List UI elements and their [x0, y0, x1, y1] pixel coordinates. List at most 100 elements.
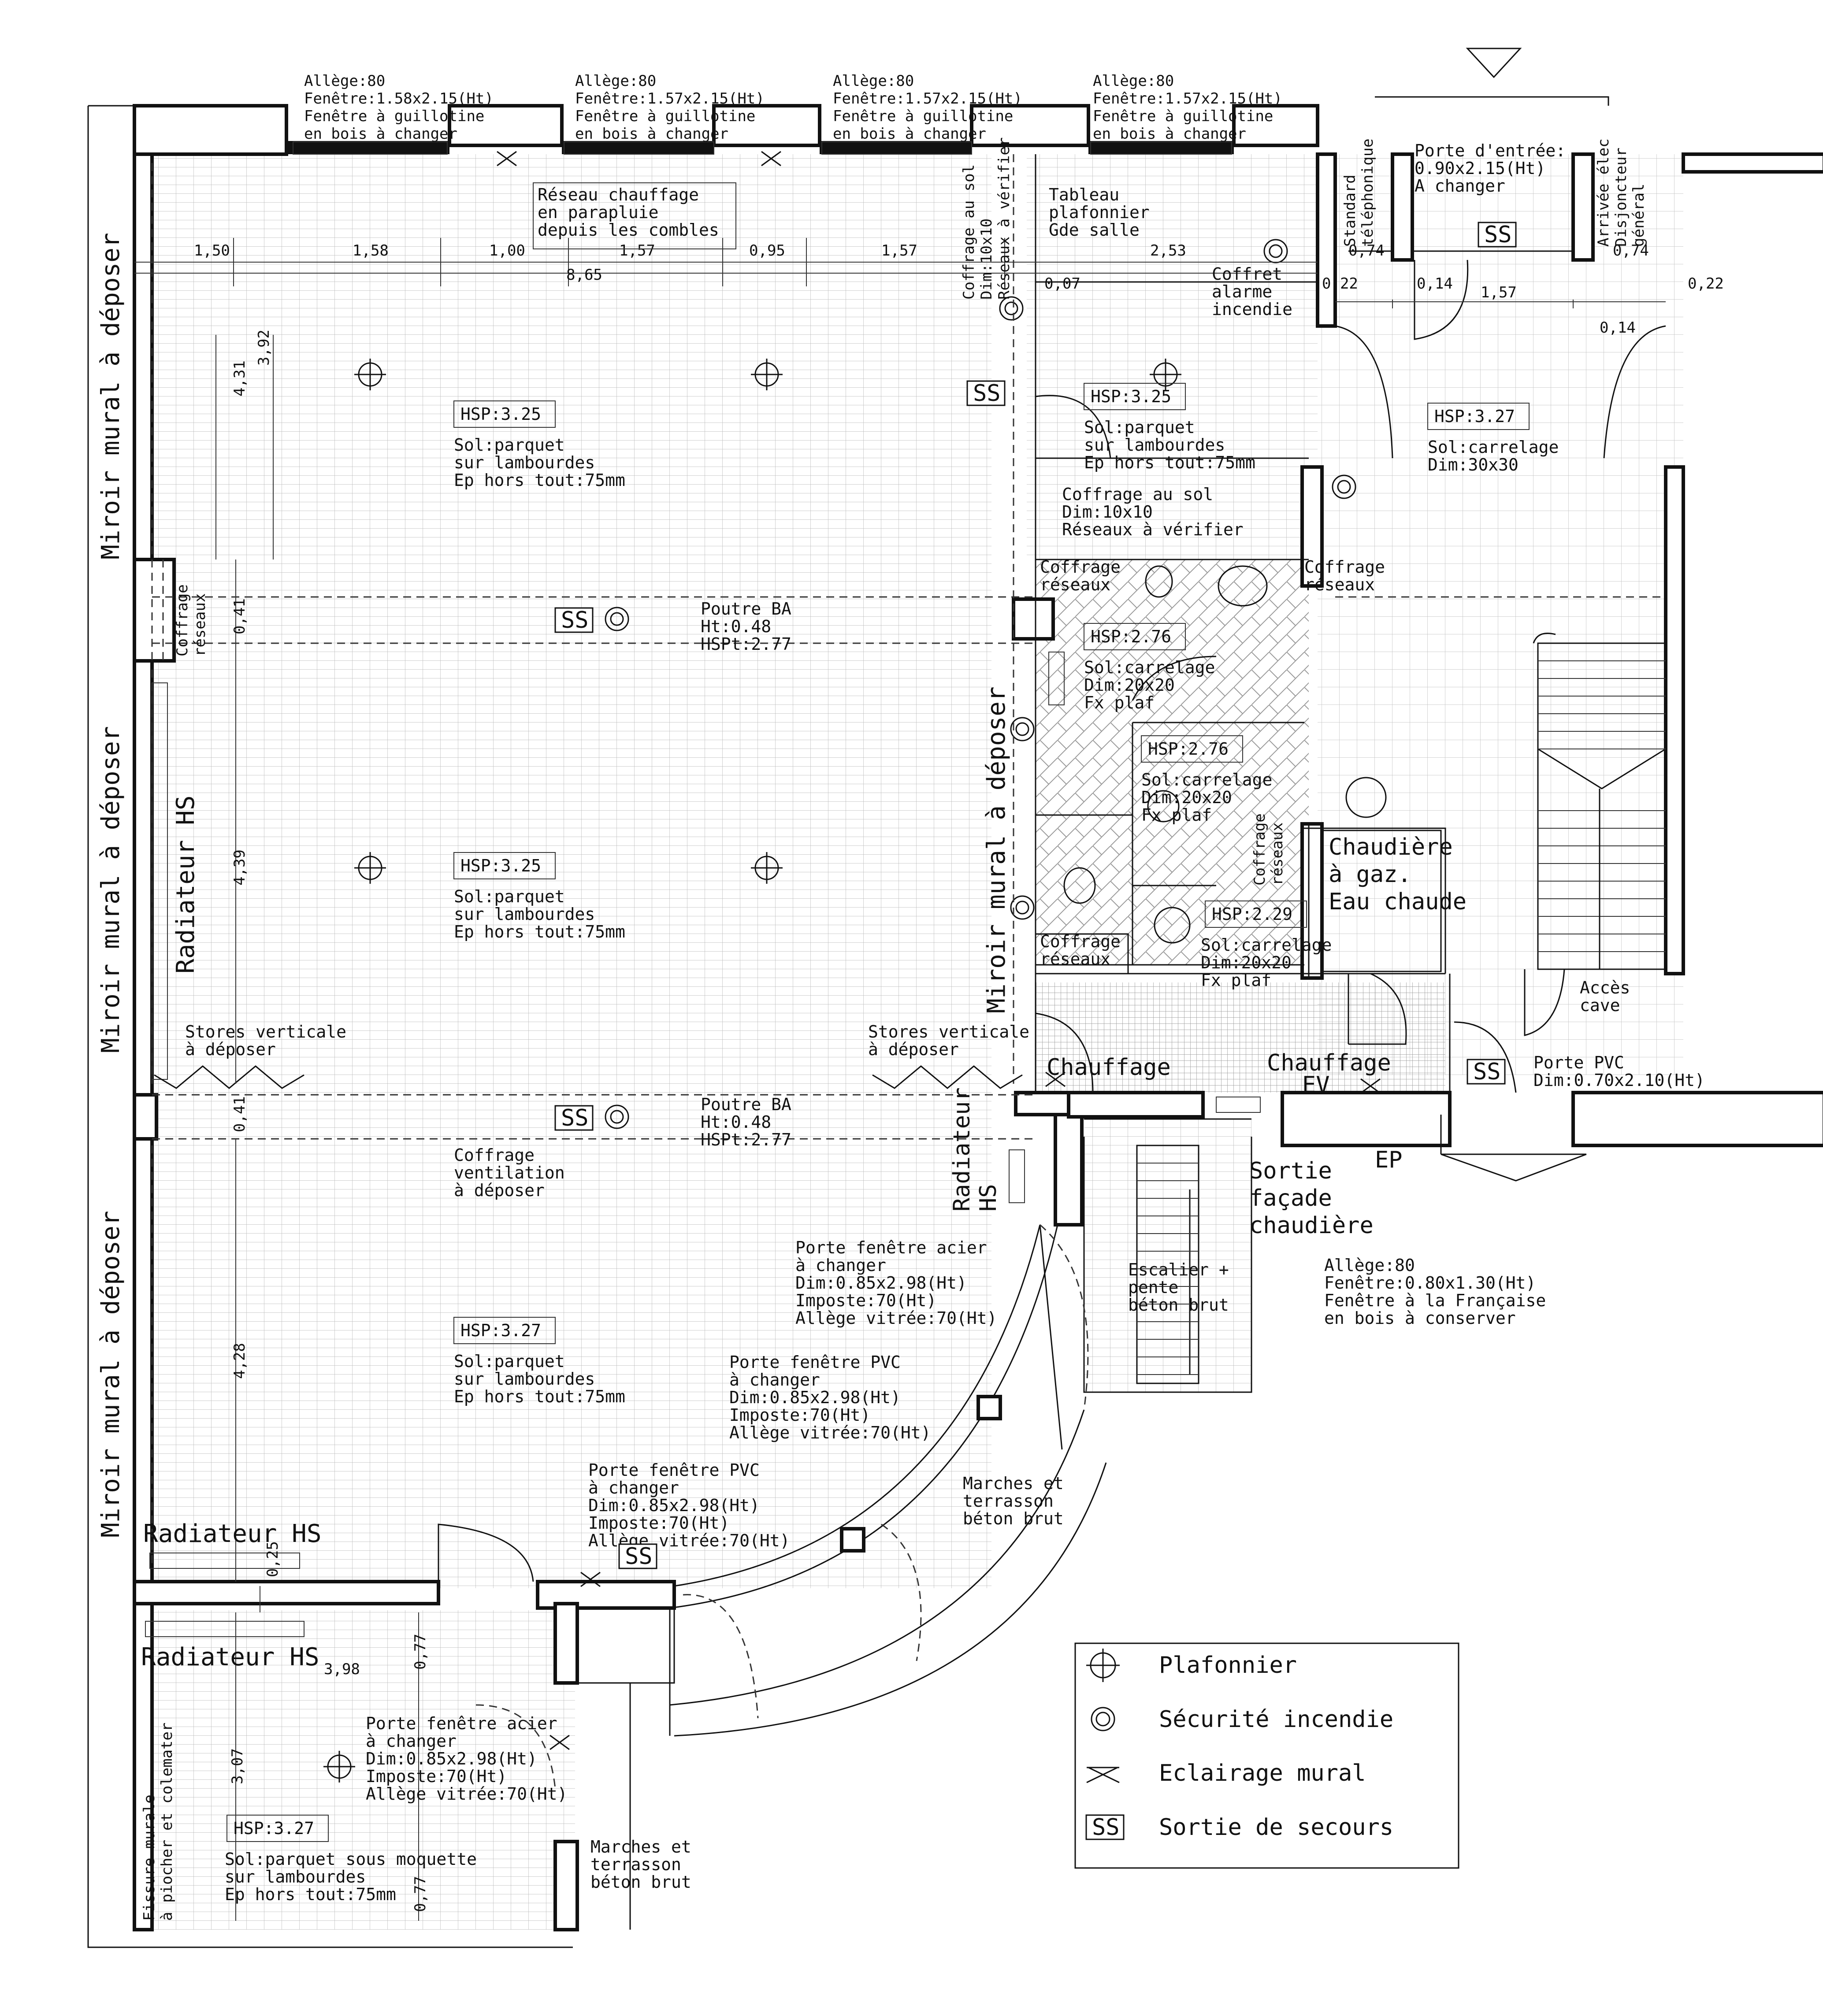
fissure-2: à piocher et colemater	[158, 1723, 176, 1921]
window-3-type: Fenêtre à guillotine	[833, 107, 1013, 125]
pf-acier1-3: Dim:0.85x2.98(Ht)	[795, 1273, 967, 1293]
securite-incendie-icon	[1332, 474, 1356, 499]
eclairage-mural-icon	[549, 1734, 570, 1750]
ss-tag-2: SS	[561, 607, 589, 634]
stores2-1: Stores verticale	[868, 1022, 1029, 1041]
pf-pvc1-2: à changer	[729, 1370, 820, 1390]
coffret-3: incendie	[1212, 300, 1292, 319]
plafonnier-icon	[354, 359, 386, 390]
annex-sol: Sol:parquet sous moquette	[225, 1849, 477, 1869]
legend-securite: Sécurité incendie	[1159, 1706, 1393, 1733]
arrivee-1: Arrivée élec	[1595, 138, 1612, 247]
fenetre-fr-2: Fenêtre:0.80x1.30(Ht)	[1324, 1273, 1536, 1293]
plafonnier-icon	[751, 852, 783, 884]
securite-incendie-icon	[999, 296, 1024, 321]
window-1-note: en bois à changer	[304, 125, 457, 143]
window-3-dim: Fenêtre:1.57x2.15(Ht)	[833, 90, 1022, 107]
small-room-sol: Sol:parquet	[1084, 418, 1195, 437]
dimension-values: 1,50 1,58 1,00 1,57 0,95 1,57 8,65 2,53 …	[194, 242, 1724, 1912]
emergency-exits: SS SS SS SS SS SS	[554, 222, 1517, 1570]
pf-acier1-1: Porte fenêtre acier	[795, 1238, 987, 1257]
escalier-3: béton brut	[1128, 1295, 1229, 1315]
pf-pvc2-2: à changer	[588, 1478, 679, 1497]
coffrage-reseaux-a2: réseaux	[1040, 575, 1110, 594]
radiateur-hs-v2a: Radiateur	[949, 1087, 975, 1212]
wc3-dim: Dim:20x20	[1201, 953, 1292, 972]
hall-top-ep: Ep hors tout:75mm	[454, 471, 625, 490]
entry-hsp: HSP:3.27	[1434, 407, 1515, 426]
dim-0-14b: 0,14	[1600, 319, 1636, 337]
poutre2-2: Ht:0.48	[701, 1112, 771, 1132]
porte-entree-3: A changer	[1415, 176, 1505, 196]
dim-4-39: 4,39	[231, 849, 249, 886]
dim-4-31: 4,31	[231, 360, 249, 397]
coffret-2: alarme	[1212, 282, 1272, 301]
dim-0-22b: 0,22	[1688, 275, 1724, 293]
hall-low-sol: Sol:parquet	[454, 1352, 565, 1371]
chaudiere-1: Chaudière	[1329, 834, 1453, 860]
entry-dim: Dim:30x30	[1428, 455, 1519, 474]
window-1-type: Fenêtre à guillotine	[304, 107, 484, 125]
beams	[151, 560, 1666, 1140]
ss-tag-4: SS	[1484, 222, 1512, 248]
pf-acier2-4: Imposte:70(Ht)	[366, 1767, 507, 1786]
legend-eclairage: Eclairage mural	[1159, 1760, 1366, 1786]
annex-hsp: HSP:3.27	[234, 1819, 314, 1838]
coffrage-reseaux-b1: Coffrage	[1304, 557, 1385, 577]
wc2-fx: Fx plaf	[1141, 805, 1212, 825]
window-1-dim: Fenêtre:1.58x2.15(Ht)	[304, 90, 494, 107]
window-4-note: en bois à changer	[1093, 125, 1246, 143]
coffrage-vertical-2: Dim:10x10	[978, 219, 995, 300]
dim-0-74a: 0,74	[1348, 242, 1385, 259]
sortie-secours-icon: SS	[1085, 1814, 1125, 1841]
dim-1-00: 1,00	[489, 242, 525, 259]
porte-entree-2: 0.90x2.15(Ht)	[1415, 159, 1545, 178]
miroir-3: Miroir mural à déposer	[97, 1211, 125, 1538]
miroir-2: Miroir mural à déposer	[97, 726, 125, 1053]
legend-sortie: Sortie de secours	[1159, 1814, 1393, 1841]
small-room-ep: Ep hors tout:75mm	[1084, 453, 1255, 472]
site-boundary-top	[1375, 96, 1609, 106]
wc2-dim: Dim:20x20	[1141, 788, 1232, 807]
eclairage-mural-icon	[580, 1571, 601, 1587]
standard-2: téléphonique	[1359, 138, 1377, 247]
dim-0-14a: 0,14	[1417, 275, 1453, 293]
hall-mid-hsp: HSP:3.25	[460, 856, 541, 875]
window-2-dim: Fenêtre:1.57x2.15(Ht)	[575, 90, 765, 107]
coffrage-sol-1: Coffrage au sol	[1062, 485, 1213, 504]
stores1-2: à déposer	[185, 1040, 276, 1059]
window-4-type: Fenêtre à guillotine	[1093, 107, 1273, 125]
ss-tag-5: SS	[1473, 1059, 1501, 1085]
plafonnier-icon	[1086, 1649, 1120, 1682]
small-room-sol2: sur lambourdes	[1084, 435, 1225, 455]
tableau-2: plafonnier	[1049, 203, 1150, 222]
annex-ep: Ep hors tout:75mm	[225, 1885, 396, 1904]
poutre1-3: HSPt:2.77	[701, 634, 791, 654]
coffrage-reseaux-c2: réseaux	[1040, 949, 1110, 969]
stores1-1: Stores verticale	[185, 1022, 346, 1041]
eclairage-mural-icon	[1086, 1767, 1120, 1783]
escalier-1: Escalier +	[1128, 1260, 1229, 1279]
escalier-2: pente	[1128, 1278, 1178, 1297]
window-3-allege: Allège:80	[833, 72, 914, 90]
dim-0-95: 0,95	[749, 242, 785, 259]
radiateur-hs-v2b: HS	[975, 1184, 1002, 1212]
tableau-3: Gde salle	[1049, 220, 1140, 240]
ss-tag-3: SS	[561, 1105, 589, 1131]
eclairage-mural-icon	[761, 151, 781, 167]
dim-0-25: 0,25	[264, 1541, 282, 1577]
eclairage-mural-icon	[497, 151, 517, 167]
ventilation-1: Coffrage	[454, 1145, 535, 1165]
pf-acier2-2: à changer	[366, 1731, 457, 1751]
hall-low-ep: Ep hors tout:75mm	[454, 1387, 625, 1406]
dim-3-07: 3,07	[229, 1748, 246, 1784]
chauffage-1: Chauffage	[1047, 1054, 1171, 1081]
coffrage-vertical-1: Coffrage au sol	[960, 164, 978, 300]
radiateur-hs-v: Radiateur HS	[171, 795, 200, 974]
dim-3-98: 3,98	[324, 1660, 360, 1678]
dim-0-07: 0,07	[1044, 275, 1080, 293]
dim-0-74b: 0,74	[1613, 242, 1649, 259]
room-labels: HSP:3.25 Sol:parquet sur lambourdes Ep h…	[225, 383, 1559, 1904]
walls	[133, 104, 1823, 1931]
